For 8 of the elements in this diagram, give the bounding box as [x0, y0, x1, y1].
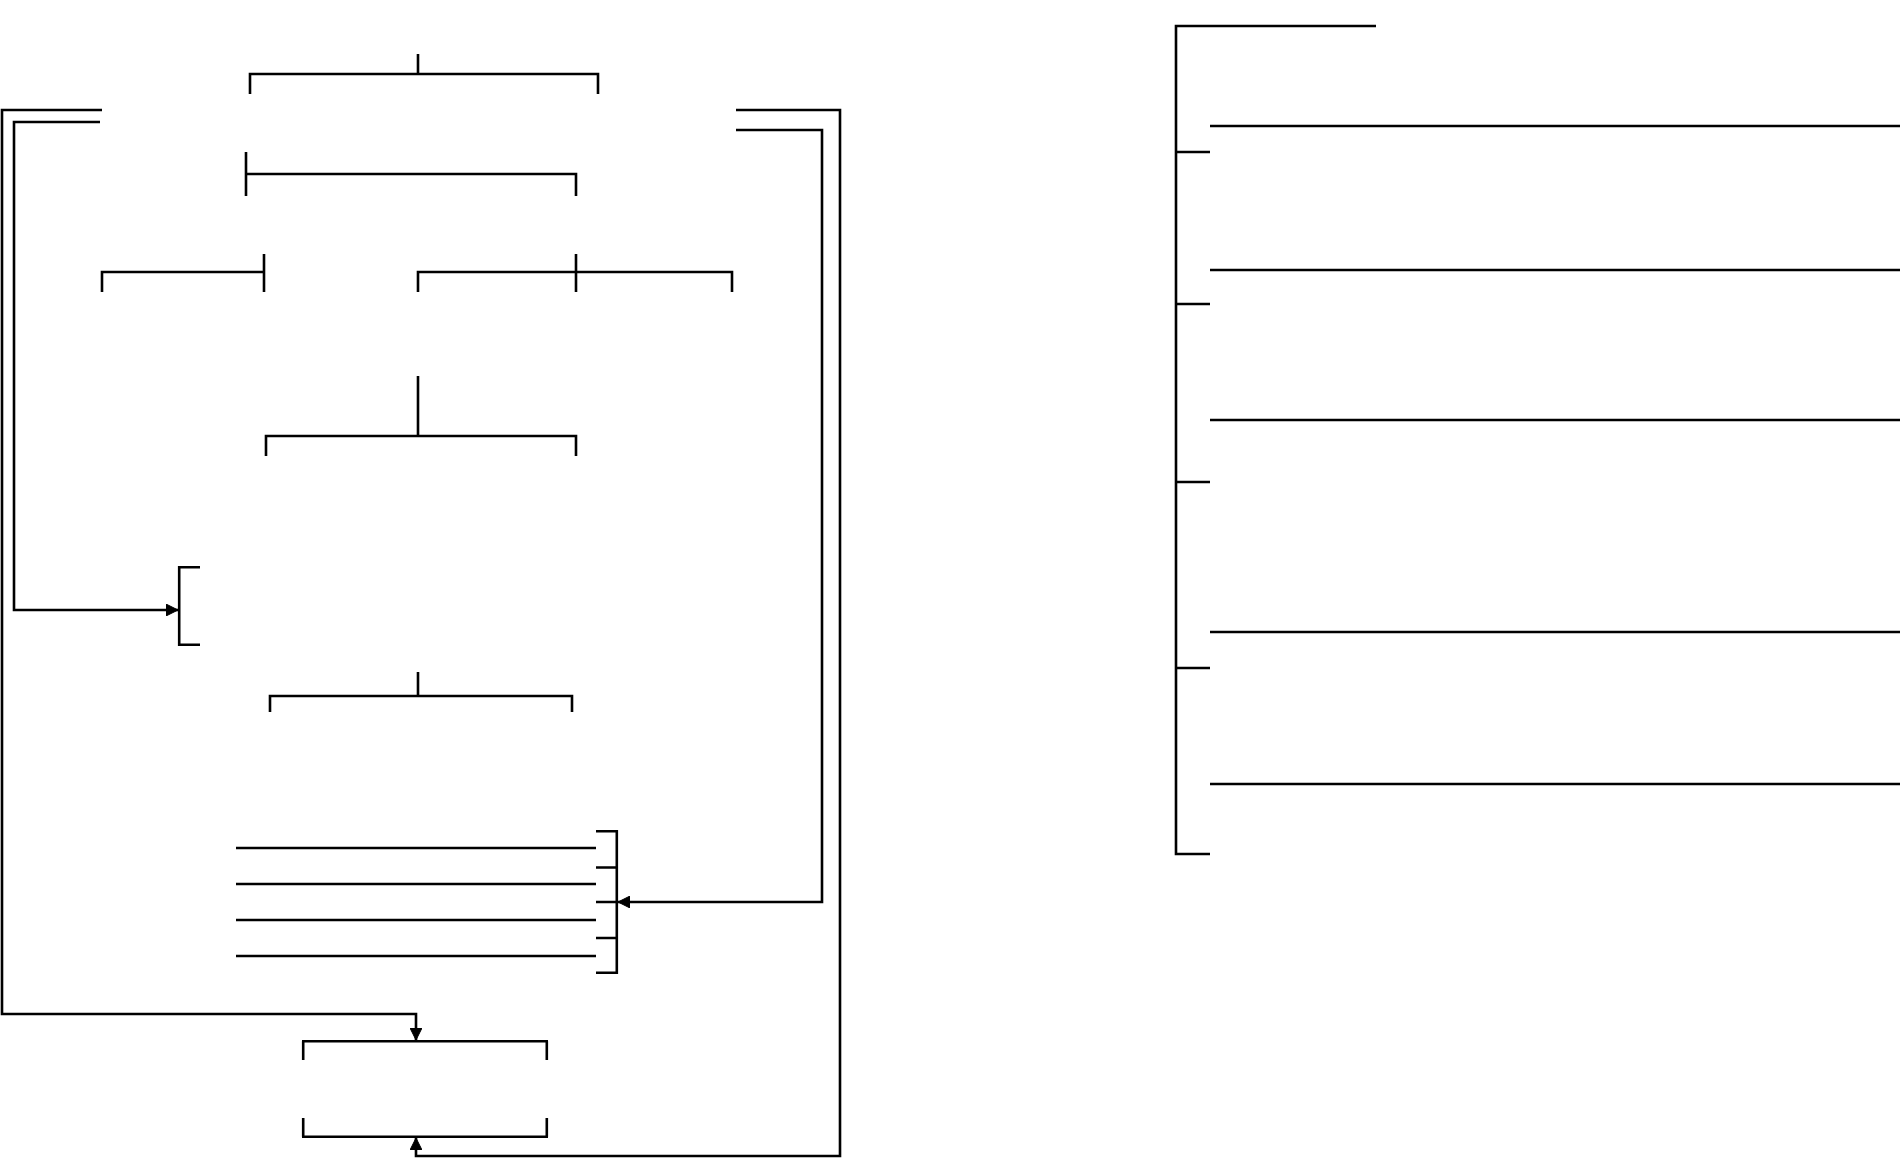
- bracket: [302, 1118, 548, 1138]
- bracket: [178, 566, 200, 646]
- arrow: [409, 108, 842, 1158]
- arrow: [617, 128, 824, 909]
- arrow: [12, 120, 179, 617]
- bracket: [596, 830, 618, 974]
- arrow: [0, 108, 423, 1041]
- bracket: [302, 1040, 548, 1060]
